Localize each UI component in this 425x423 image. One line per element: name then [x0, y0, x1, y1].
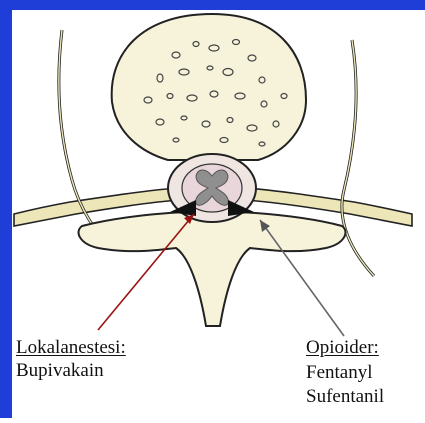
vertebral-body	[112, 14, 306, 160]
sympathetic-trunk-right	[342, 40, 374, 276]
label-fentanyl: Fentanyl	[306, 362, 373, 384]
sympathetic-trunk-left	[59, 30, 112, 250]
label-local-anesthetic-heading: Lokalanestesi:	[16, 337, 126, 359]
sympathetic-trunk-right-inner	[342, 40, 374, 276]
slide-frame-left	[0, 0, 12, 418]
label-bupivakain: Bupivakain	[16, 360, 104, 382]
label-opioid-heading: Opioider:	[306, 337, 379, 359]
vertebral-arch	[79, 212, 346, 326]
label-sufentanil: Sufentanil	[306, 386, 384, 408]
sympathetic-trunk-left-inner	[59, 30, 112, 250]
slide-frame-top	[0, 0, 425, 10]
